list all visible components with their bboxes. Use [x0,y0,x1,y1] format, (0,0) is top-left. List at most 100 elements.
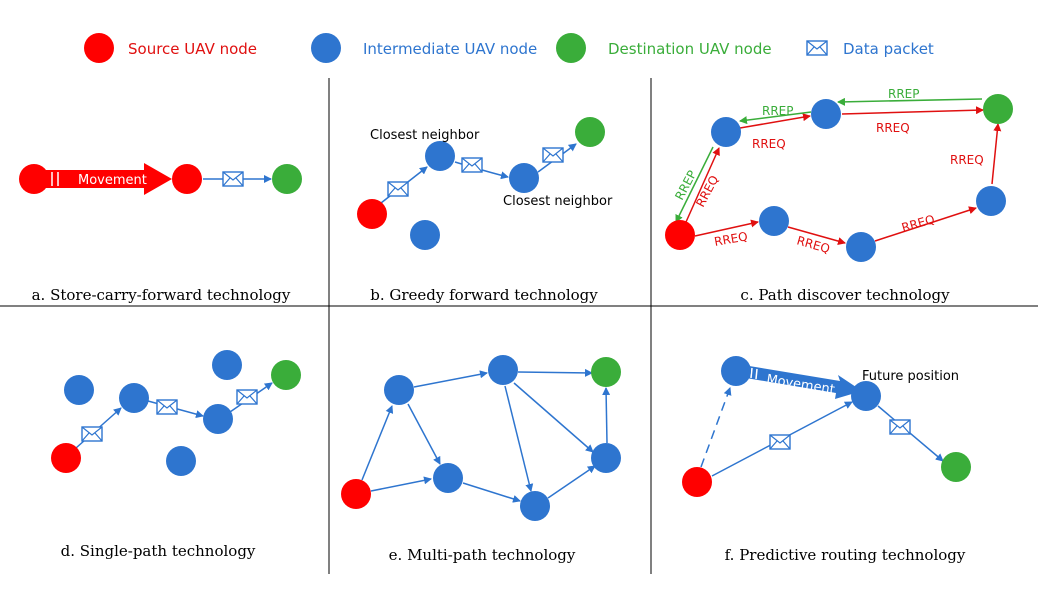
caption-c: c. Path discover technology [740,286,950,304]
rreq-arrow-4 [694,219,759,237]
carrier-node-a [172,164,202,194]
rreq-label-1: RREQ [752,137,786,151]
source-node-f [682,467,712,497]
rreq-label-6: RREQ [900,212,936,235]
rrep-label-1: RREP [888,87,920,101]
rreq-arrow-7 [991,123,1002,185]
intermediate-node-e-2 [488,355,518,385]
closest-neighbor-label-2: Closest neighbor [503,194,613,209]
data-packet-icon-a [222,171,244,187]
data-packet-icon-d-1 [81,426,103,442]
link-e-2 [370,476,432,492]
source-node-c [665,220,695,250]
intermediate-node-b-2 [509,163,539,193]
link-b-2 [454,161,509,180]
movement-arrow-f [734,364,862,399]
destination-node-c [983,94,1013,124]
destination-node-b [575,117,605,147]
data-packet-icon-d-3 [236,389,258,405]
rreq-label-4: RREQ [713,229,749,249]
intermediate-node-e-3 [433,463,463,493]
caption-e: e. Multi-path technology [389,546,576,564]
movement-label-a: Movement [78,173,147,188]
intermediate-node-d-5 [166,446,196,476]
movement-stripe-f-1 [750,367,753,379]
legend-intermediate-label: Intermediate UAV node [363,40,537,58]
link-e-1 [361,405,394,481]
caption-d: d. Single-path technology [61,542,256,560]
rreq-arrow-5 [787,226,846,245]
panel-f: Movement Future position f. Predictive r… [682,356,971,564]
destination-node-a [272,164,302,194]
source-node-b [357,199,387,229]
movement-arrow-body [36,170,146,188]
source-node-a [19,164,49,194]
rreq-label-5: RREQ [795,233,831,256]
panel-e: e. Multi-path technology [341,355,621,564]
legend-source-label: Source UAV node [128,40,257,58]
legend-destination-label: Destination UAV node [608,40,772,58]
link-e-7 [513,382,594,453]
link-e-9 [547,465,596,499]
intermediate-node-c-2 [811,99,841,129]
link-e-8 [462,482,521,503]
data-packet-icon-b-2 [461,157,483,173]
rreq-arrow-6 [874,206,977,242]
caption-b: b. Greedy forward technology [370,286,598,304]
legend-intermediate-dot [311,33,341,63]
closest-neighbor-label-1: Closest neighbor [370,128,480,143]
data-packet-icon-b-3 [542,147,564,163]
data-packet-icon-d-2 [156,399,178,415]
source-node-e [341,479,371,509]
intermediate-node-c-4 [846,232,876,262]
intermediate-node-f-current [721,356,751,386]
data-packet-icon-f-1 [769,434,791,450]
rrep-label-2: RREP [762,104,794,118]
rreq-label-7: RREQ [950,153,984,167]
legend-packet-icon [806,40,828,56]
rreq-arrow-2 [739,113,811,129]
intermediate-node-c-3 [759,206,789,236]
rrep-arrow-3 [675,146,714,223]
intermediate-node-c-1 [711,117,741,147]
grid-lines [0,78,1038,574]
intermediate-node-c-5 [976,186,1006,216]
predicted-link-f [700,387,732,468]
intermediate-node-d-1 [64,375,94,405]
intermediate-node-b-1 [425,141,455,171]
panel-d: d. Single-path technology [51,350,301,560]
rreq-label-2: RREQ [876,121,910,135]
rreq-arrow-1 [685,147,720,223]
link-e-10 [602,387,611,444]
legend-packet-label: Data packet [843,40,934,58]
caption-a: a. Store-carry-forward technology [32,286,291,304]
panel-b: Closest neighbor Closest neighbor b. Gre… [357,117,613,304]
intermediate-node-f-future [851,381,881,411]
intermediate-node-e-4 [520,491,550,521]
movement-arrow-head [144,163,172,195]
movement-stripe-f-2 [755,368,758,380]
data-packet-icon-f-2 [889,419,911,435]
panel-c: RREP RREP RREP RREQ RREQ RREQ RREQ RREQ … [665,87,1013,304]
intermediate-node-b-3 [410,220,440,250]
intermediate-node-e-5 [591,443,621,473]
rrep-arrow-2 [739,111,812,125]
link-e-4 [407,403,441,465]
destination-node-e [591,357,621,387]
intermediate-node-e-1 [384,375,414,405]
legend-source-dot [84,33,114,63]
link-e-3 [413,370,488,388]
caption-f: f. Predictive routing technology [725,546,966,564]
source-node-d [51,443,81,473]
legend: Source UAV node Intermediate UAV node De… [84,33,934,63]
link-e-6 [504,385,534,492]
legend-destination-dot [556,33,586,63]
intermediate-node-d-3 [203,404,233,434]
future-position-label: Future position [862,369,959,384]
destination-node-f [941,452,971,482]
data-packet-icon-b-1 [387,181,409,197]
rreq-arrow-3 [841,106,984,115]
intermediate-node-d-2 [119,383,149,413]
rrep-arrow-1 [837,97,983,106]
